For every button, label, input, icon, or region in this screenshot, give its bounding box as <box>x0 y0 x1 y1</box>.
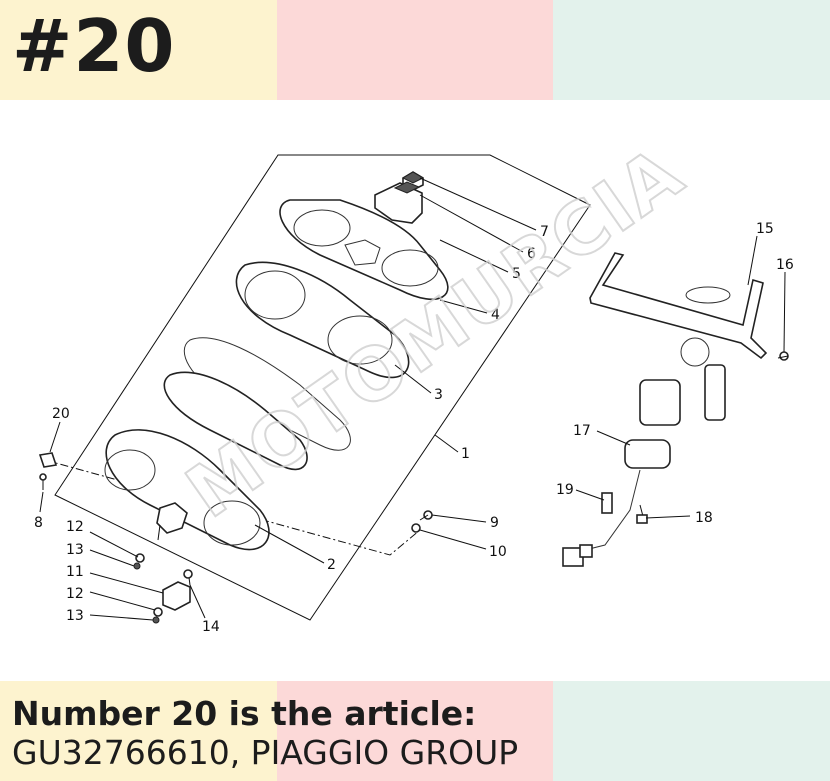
callout-6: 6 <box>527 246 536 262</box>
part-3-gasket <box>183 337 351 451</box>
caption-band <box>0 681 830 781</box>
callout-20: 20 <box>52 406 70 422</box>
part-20-label-plate <box>38 452 58 468</box>
part-18-screw <box>636 504 648 524</box>
part-16-screw <box>777 351 789 361</box>
callout-18: 18 <box>695 510 713 526</box>
callout-3: 3 <box>434 387 443 403</box>
part-8-screw <box>39 473 47 490</box>
part-9-bolt <box>419 510 433 521</box>
part-5-upper-cover <box>279 199 449 300</box>
part-14-pin <box>183 569 193 586</box>
callout-16: 16 <box>776 257 794 273</box>
part-19-spring <box>601 492 613 514</box>
callout-13-lower: 13 <box>66 608 84 624</box>
part-connector <box>562 544 593 567</box>
callout-14: 14 <box>202 619 220 635</box>
part-17-ignition-switch <box>584 337 726 551</box>
header-band <box>0 0 830 100</box>
part-10-washer <box>411 523 421 533</box>
header-band-pink <box>277 0 553 100</box>
part-number-badge: #20 <box>12 4 176 88</box>
part-4-gauge-housing <box>235 261 410 379</box>
caption-band-pink <box>277 681 553 781</box>
exploded-parts-diagram: 7 6 5 4 3 1 2 20 8 9 10 12 13 11 12 13 1… <box>34 129 794 635</box>
assembly-frame <box>54 154 591 621</box>
callout-19: 19 <box>556 482 574 498</box>
part-6-bracket <box>374 181 423 224</box>
callout-4: 4 <box>491 307 500 323</box>
callout-5: 5 <box>512 266 521 282</box>
header-band-green <box>553 0 830 100</box>
part-bulb-socket <box>156 502 188 541</box>
part-11-rubber-mount <box>162 581 191 611</box>
callout-1: 1 <box>461 446 470 462</box>
callout-9: 9 <box>490 515 499 531</box>
part-12-13-nut-lower <box>152 607 163 624</box>
header-band-yellow <box>0 0 277 100</box>
callout-13-upper: 13 <box>66 542 84 558</box>
callout-8: 8 <box>34 515 43 531</box>
callout-2: 2 <box>327 557 336 573</box>
caption-band-green <box>553 681 830 781</box>
callout-17: 17 <box>573 423 591 439</box>
part-15-bracket <box>589 252 768 360</box>
part-2-lower-housing <box>104 429 270 551</box>
callout-12-upper: 12 <box>66 519 84 535</box>
leader-lines <box>39 177 786 621</box>
caption-article-code: GU32766610, PIAGGIO GROUP <box>12 733 519 772</box>
caption-band-yellow <box>0 681 277 781</box>
callout-15: 15 <box>756 221 774 237</box>
callout-12-lower: 12 <box>66 586 84 602</box>
callout-10: 10 <box>489 544 507 560</box>
part-12-13-nut-upper <box>133 553 145 570</box>
watermark: MOTOMURCIA <box>172 130 699 534</box>
callout-7: 7 <box>540 224 549 240</box>
caption-title: Number 20 is the article: <box>12 694 477 733</box>
callout-11: 11 <box>66 564 84 580</box>
circuit-board <box>163 371 308 471</box>
